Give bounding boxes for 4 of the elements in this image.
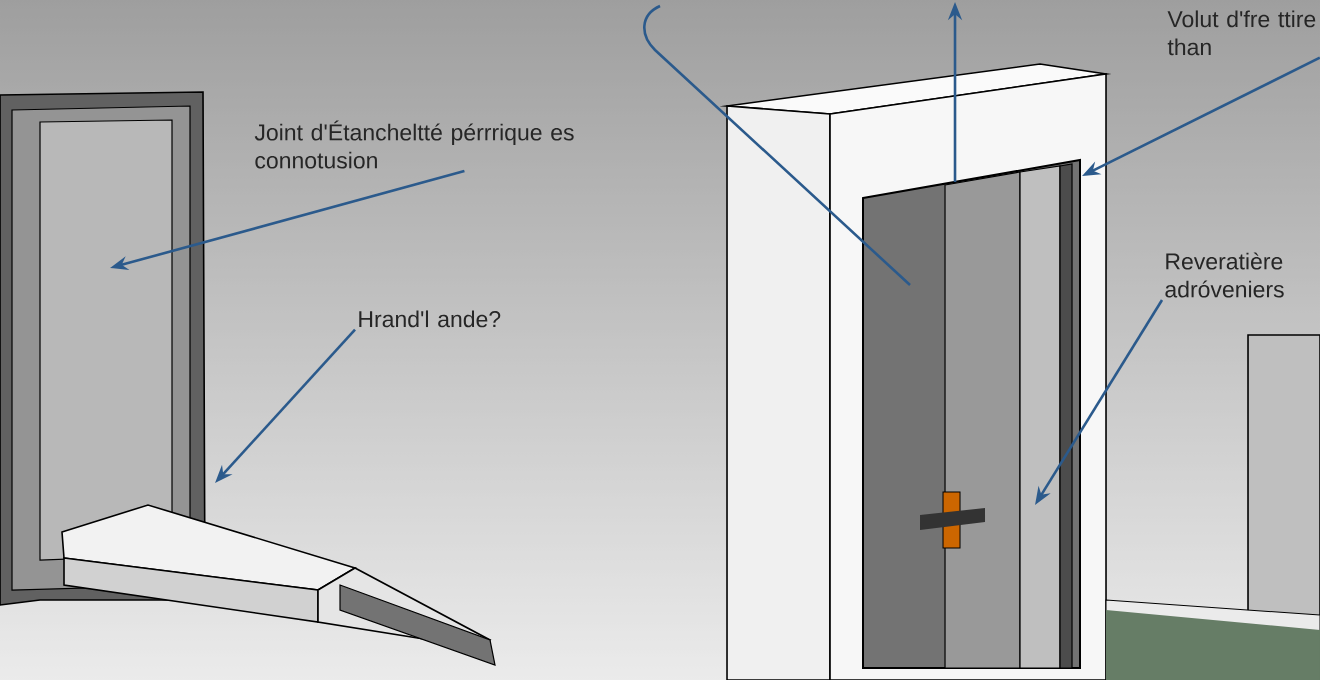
callout-label: Joint d'Étancheltté pérrrique es connotusion xyxy=(254,120,574,169)
callout-label: Volut d'fre ttire than xyxy=(1167,10,1316,56)
callout-label: Reveratière adróveniers xyxy=(1165,252,1284,298)
callout-label: Hrand'l ande? xyxy=(359,310,501,328)
